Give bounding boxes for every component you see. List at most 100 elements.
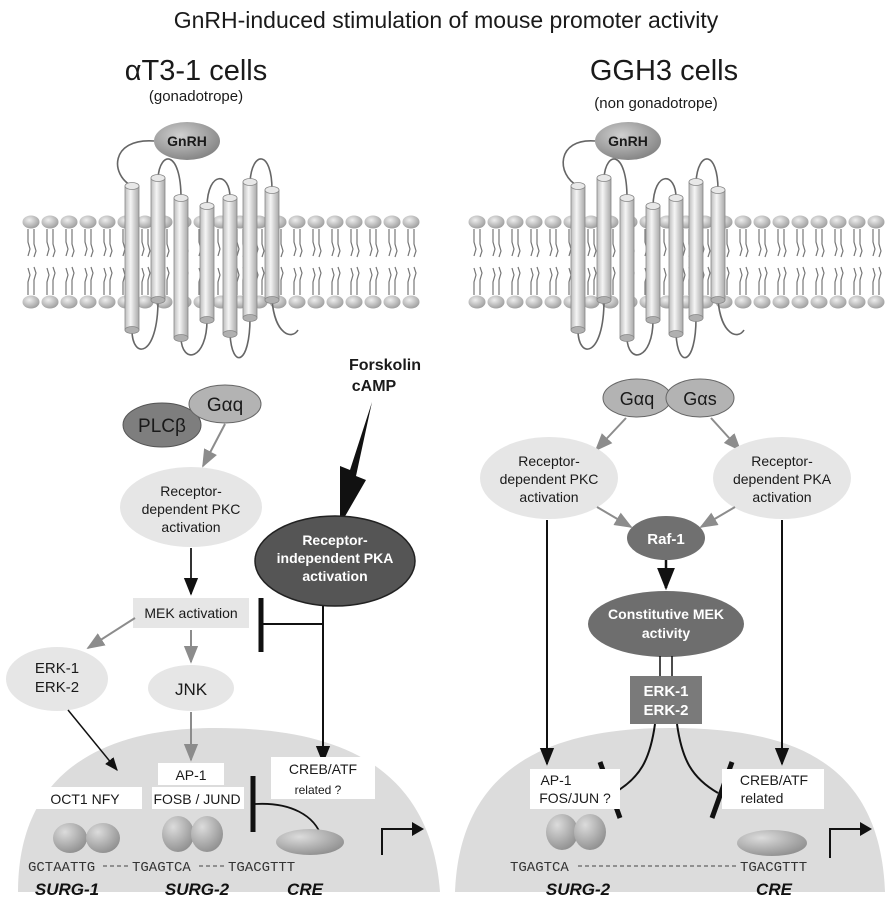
svg-text:ERK-2: ERK-2 xyxy=(643,702,688,719)
left-oct1-nfy-protein xyxy=(53,823,120,853)
right-pkc-to-raf-arrow xyxy=(596,506,633,528)
lipid-head xyxy=(402,215,420,229)
svg-text:dependent PKC: dependent PKC xyxy=(142,501,241,517)
lipid-head xyxy=(41,295,59,309)
left-mek-box: MEK activation xyxy=(133,598,249,628)
forskolin-label: Forskolin xyxy=(349,357,421,374)
lipid-head xyxy=(829,295,847,309)
left-gaq-to-pkc-arrow xyxy=(202,423,226,468)
lipid-head xyxy=(22,295,40,309)
lipid-head xyxy=(345,215,363,229)
svg-text:activity: activity xyxy=(642,625,690,641)
diagram-title: GnRH-induced stimulation of mouse promot… xyxy=(174,7,719,33)
left-seq-surg2: TGAGTCA xyxy=(132,860,191,876)
svg-text:Receptor-: Receptor- xyxy=(518,453,580,469)
lipid-head xyxy=(98,295,116,309)
right-gas-to-pka-arrow xyxy=(710,417,742,452)
left-pkc-node: Receptor- dependent PKC activation xyxy=(120,467,262,547)
lipid-head xyxy=(307,295,325,309)
svg-text:ERK-1: ERK-1 xyxy=(35,660,79,677)
lipid-head xyxy=(307,215,325,229)
right-pkc-node: Receptor- dependent PKC activation xyxy=(480,437,618,519)
receptor-helix xyxy=(688,181,704,319)
lipid-head xyxy=(848,215,866,229)
lipid-head xyxy=(753,215,771,229)
lipid-head xyxy=(867,215,885,229)
lipid-head xyxy=(136,295,154,309)
lipid-head xyxy=(136,215,154,229)
svg-text:Receptor-: Receptor- xyxy=(302,532,368,548)
right-transcription-start-arrow xyxy=(829,828,862,858)
left-seq-cre: TGACGTTT xyxy=(228,860,295,876)
svg-text:GnRH: GnRH xyxy=(608,133,648,149)
lipid-head xyxy=(848,295,866,309)
right-seq-cre: TGACGTTT xyxy=(740,860,807,876)
left-surg1-label: SURG-1 xyxy=(35,880,99,899)
left-creb-label: CREB/ATF xyxy=(289,761,357,777)
lipid-head xyxy=(364,295,382,309)
right-gas-node: Gαs xyxy=(665,378,735,418)
right-erk-inhibit-creb-curve xyxy=(676,723,719,794)
svg-text:dependent PKA: dependent PKA xyxy=(733,471,832,487)
receptor-helix xyxy=(173,197,189,339)
svg-text:activation: activation xyxy=(161,519,220,535)
right-mek-node: Constitutive MEK activity xyxy=(588,591,744,657)
right-transcription-arrowhead xyxy=(860,822,872,836)
lipid-head xyxy=(98,215,116,229)
lipid-head xyxy=(383,295,401,309)
right-cre-label: CRE xyxy=(756,880,793,899)
left-mek-to-erk-arrow xyxy=(86,617,136,649)
svg-text:JNK: JNK xyxy=(175,680,208,699)
lipid-head xyxy=(506,295,524,309)
receptor-helix xyxy=(222,197,238,335)
receptor-helix xyxy=(645,205,661,321)
right-erk-inhibit-ap1-curve xyxy=(613,723,656,794)
left-fosb-jund-label: FOSB / JUND xyxy=(153,791,240,807)
camp-label: cAMP xyxy=(352,378,397,395)
lipid-head xyxy=(810,215,828,229)
right-erk-box: ERK-1 ERK-2 xyxy=(630,676,702,724)
receptor-helix xyxy=(199,205,215,321)
lipid-head xyxy=(402,295,420,309)
left-fos-jun-protein xyxy=(162,816,223,852)
right-creb-related-label: related xyxy=(741,790,784,806)
right-cell-type: (non gonadotrope) xyxy=(594,95,717,112)
lipid-head xyxy=(288,215,306,229)
right-gaq-to-pkc-arrow xyxy=(594,417,627,452)
forskolin-arrow xyxy=(340,402,372,525)
receptor-helix xyxy=(570,185,586,331)
right-cell-name: GGH3 cells xyxy=(590,55,738,87)
right-creb-label: CREB/ATF xyxy=(740,772,808,788)
left-erk-to-nucleus-arrow xyxy=(67,709,118,772)
right-ap1-label: AP-1 xyxy=(540,772,571,788)
left-seq-surg1: GCTAATTG xyxy=(28,860,95,876)
svg-text:activation: activation xyxy=(752,489,811,505)
lipid-head xyxy=(60,295,78,309)
lipid-head xyxy=(41,215,59,229)
right-seq-surg2: TGAGTCA xyxy=(510,860,569,876)
lipid-head xyxy=(383,215,401,229)
lipid-head xyxy=(468,295,486,309)
svg-text:PLCβ: PLCβ xyxy=(138,416,186,437)
receptor-helix xyxy=(242,181,258,319)
lipid-head xyxy=(772,295,790,309)
lipid-head xyxy=(582,295,600,309)
right-pka-to-raf-arrow xyxy=(699,506,736,528)
lipid-head xyxy=(582,215,600,229)
right-gnrh-ligand: GnRH xyxy=(595,122,661,160)
receptor-helix xyxy=(150,177,166,301)
lipid-head xyxy=(364,215,382,229)
lipid-head xyxy=(791,215,809,229)
lipid-head xyxy=(326,215,344,229)
receptor-helix xyxy=(619,197,635,339)
left-cell-name: αT3-1 cells xyxy=(125,55,267,87)
left-jnk-node: JNK xyxy=(148,665,234,711)
left-surg2-label: SURG-2 xyxy=(165,880,230,899)
lipid-head xyxy=(326,295,344,309)
right-gaq-node: Gαq xyxy=(602,378,672,418)
svg-text:ERK-2: ERK-2 xyxy=(35,679,79,696)
receptor-helix xyxy=(710,189,726,301)
right-raf-node: Raf-1 xyxy=(627,516,705,560)
right-fos-jun-protein xyxy=(546,814,606,850)
